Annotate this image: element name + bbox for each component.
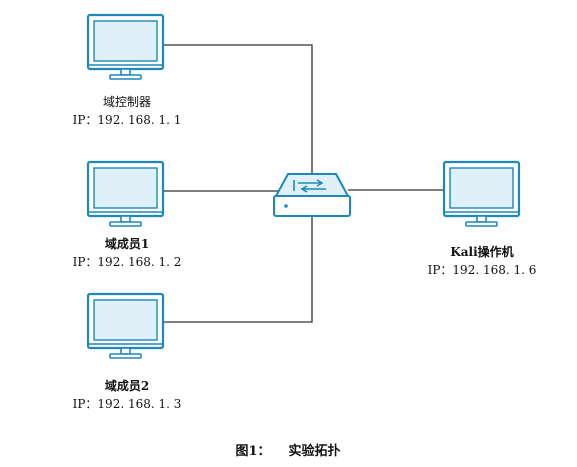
figure-label: 图1： <box>235 444 271 459</box>
domain-member-1-label: 域成员1 <box>104 237 150 251</box>
switch-icon <box>273 173 351 217</box>
domain-member-1-ip: IP：192. 168. 1. 2 <box>72 255 182 269</box>
kali-label: Kali操作机 <box>450 245 514 259</box>
figure-title: 实验拓扑 <box>288 444 341 459</box>
links <box>163 44 444 323</box>
kali-ip: IP：192. 168. 1. 6 <box>427 263 537 277</box>
kali-monitor-icon <box>442 160 521 227</box>
link-controller-switch <box>163 44 313 177</box>
domain-member-2-label: 域成员2 <box>104 379 150 393</box>
link-member2-switch <box>163 215 313 323</box>
domain-controller-label: 域控制器 <box>102 95 152 109</box>
domain-controller-ip: IP：192. 168. 1. 1 <box>72 113 182 127</box>
domain-member-2-ip: IP：192. 168. 1. 3 <box>72 397 182 411</box>
domain-controller-monitor-icon <box>86 13 165 80</box>
domain-member-2-monitor-icon <box>86 292 165 359</box>
figure-caption: 图1： 实验拓扑 <box>235 440 340 459</box>
domain-member-1-monitor-icon <box>86 160 165 227</box>
